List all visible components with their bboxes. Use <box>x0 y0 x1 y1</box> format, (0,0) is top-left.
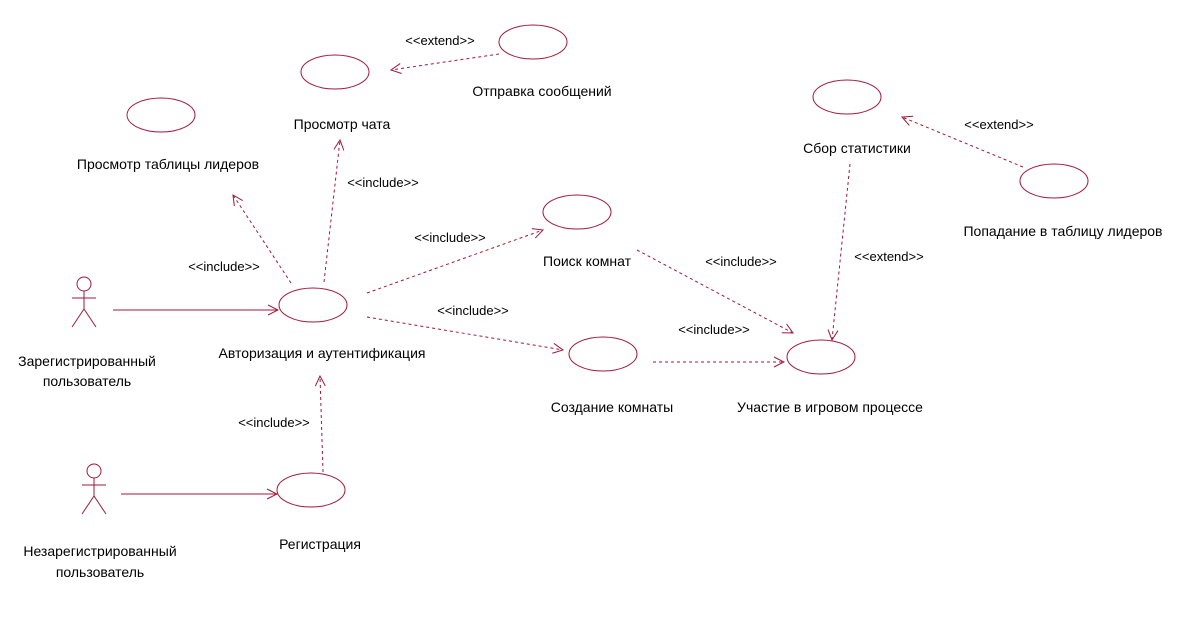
use-case-search_rooms <box>542 194 612 230</box>
use-case-ellipse <box>1019 163 1089 199</box>
actor-unregistered <box>81 463 107 515</box>
use-case-ellipse <box>276 472 346 508</box>
nodes-layer <box>71 24 1089 515</box>
include-stereotype-label: <<include>> <box>437 303 509 318</box>
include-stereotype-label: <<include>> <box>347 175 419 190</box>
labels-layer: <<include>> <<include>> <<extend>> <<includ… <box>18 33 1162 580</box>
extend-arrow-extend-entry-stats <box>902 117 1024 168</box>
actor-label: пользователь <box>56 564 144 580</box>
include-stereotype-label: <<include>> <box>414 230 486 245</box>
use-case-gameplay <box>786 339 856 375</box>
use-case-label: Попадание в таблицу лидеров <box>963 223 1162 239</box>
actor-label: Зарегистрированный <box>18 353 156 369</box>
use-case-ellipse <box>568 336 638 372</box>
use-case-leaders <box>126 97 196 133</box>
actor-left-leg <box>81 495 95 515</box>
include-stereotype-label: <<include>> <box>705 254 777 269</box>
use-case-registration <box>276 472 346 508</box>
use-case-ellipse <box>786 339 856 375</box>
use-case-ellipse <box>812 79 882 115</box>
use-case-send <box>498 24 568 60</box>
use-case-ellipse <box>300 54 370 90</box>
use-case-label: Сбор статистики <box>803 140 911 156</box>
relationships-layer <box>113 53 1024 494</box>
extend-arrow-extend-send-chat <box>391 53 500 70</box>
include-arrow-include-registration-auth <box>320 376 323 473</box>
use-case-leaderboard_entry <box>1019 163 1089 199</box>
actor-head <box>86 463 102 479</box>
extend-arrow-extend-stats-gameplay <box>832 163 851 340</box>
use-case-stats <box>812 79 882 115</box>
use-case-auth <box>278 287 348 323</box>
include-stereotype-label: <<include>> <box>238 415 310 430</box>
actor-left-leg <box>71 308 85 328</box>
actor-head <box>76 276 92 292</box>
use-case-label: Отправка сообщений <box>472 83 611 99</box>
extend-stereotype-label: <<extend>> <box>854 249 923 264</box>
actor-label: Незарегистрированный <box>23 543 176 559</box>
actor-registered <box>71 276 97 328</box>
use-case-label: Поиск комнат <box>543 253 632 269</box>
use-case-ellipse <box>126 97 196 133</box>
include-arrow-include-auth-chat <box>323 140 340 283</box>
use-case-ellipse <box>278 287 348 323</box>
actor-right-leg <box>93 495 107 515</box>
use-case-label: Создание комнаты <box>551 399 673 415</box>
use-case-label: Просмотр таблицы лидеров <box>77 156 259 172</box>
include-arrow-include-auth-search <box>366 230 543 294</box>
use-case-label: Просмотр чата <box>294 116 391 132</box>
actor-right-leg <box>83 308 97 328</box>
use-case-ellipse <box>542 194 612 230</box>
use-case-label: Авторизация и аутентификация <box>219 345 426 361</box>
extend-stereotype-label: <<extend>> <box>964 117 1033 132</box>
actor-label: пользователь <box>43 373 131 389</box>
use-case-label: Участие в игровом процессе <box>737 399 923 415</box>
use-case-create_room <box>568 336 638 372</box>
extend-stereotype-label: <<extend>> <box>405 33 474 48</box>
include-stereotype-label: <<include>> <box>188 259 260 274</box>
include-stereotype-label: <<include>> <box>678 322 750 337</box>
use-case-ellipse <box>498 24 568 60</box>
use-case-label: Регистрация <box>279 536 361 552</box>
use-case-chat <box>300 54 370 90</box>
